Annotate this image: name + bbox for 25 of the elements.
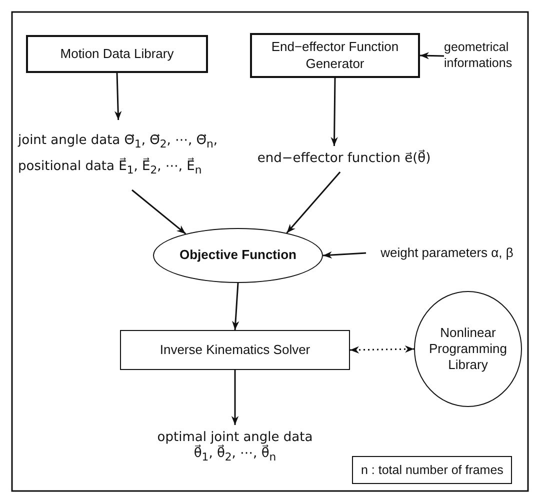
arrow	[322, 251, 366, 259]
process-box	[250, 33, 420, 78]
node-label: weight parameters α, β	[380, 244, 514, 262]
arrow	[132, 189, 186, 234]
node-label: optimal joint angle data	[157, 430, 313, 445]
arrow	[231, 370, 239, 425]
process-box	[26, 35, 208, 73]
arrow	[114, 72, 122, 120]
process-box	[120, 330, 350, 370]
node-label: geometrical informations	[444, 40, 514, 72]
node-label: Motion Data Library	[60, 46, 174, 62]
arrow	[350, 346, 414, 354]
note: n : total number of frames	[352, 456, 512, 484]
node-label: End−effector Function Generator	[270, 39, 400, 72]
node-label: Nonlinear Programming Library	[428, 324, 508, 374]
node-label: Objective Function	[179, 247, 296, 264]
arrow	[232, 282, 240, 330]
arrow	[420, 52, 444, 60]
node-label: end−effector function e⃗(θ⃗)	[257, 150, 431, 168]
arrow	[330, 78, 338, 146]
node-sublabel: θ⃗$_{1}$, θ⃗$_{2}$, ⋯, θ⃗$_{n}$	[194, 446, 276, 464]
node-label: Inverse Kinematics Solver	[160, 342, 310, 358]
node-sublabel: positional data E⃗$_{1}$, E⃗$_{2}$, ⋯, E⃗$_{n}$	[18, 159, 202, 178]
arrow	[286, 172, 341, 234]
node-label: joint angle data Θ⃗$_{1}$, Θ⃗$_{2}$, ⋯, Θ⃗$_{n}$,	[18, 132, 218, 151]
